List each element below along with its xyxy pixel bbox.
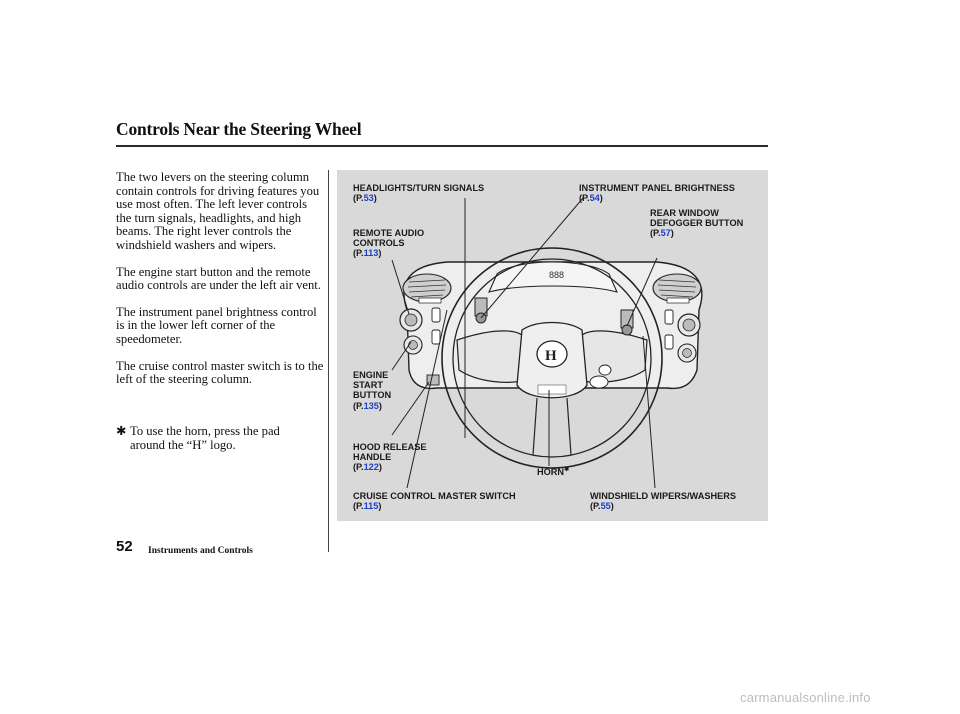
label-text: HANDLE [353, 452, 392, 463]
label-page-suffix: ) [378, 400, 382, 411]
label-text: BUTTON [353, 390, 392, 401]
label-text: WINDSHIELD WIPERS/WASHERS [590, 491, 736, 501]
label-hood-release: HOOD RELEASE HANDLE (P.122) [353, 442, 427, 473]
page-link[interactable]: 113 [363, 248, 379, 259]
label-page-suffix: ) [378, 462, 382, 473]
paragraph: The cruise control master switch is to t… [116, 358, 324, 387]
page-link[interactable]: 135 [363, 400, 379, 411]
label-page-suffix: ) [378, 248, 382, 259]
body-text: The two levers on the steering column co… [116, 170, 324, 400]
label-page-suffix: ) [610, 501, 614, 512]
label-text: ENGINE [353, 370, 389, 380]
page-link[interactable]: 122 [363, 462, 379, 473]
label-page-prefix: (P. [579, 193, 590, 204]
column-divider [328, 170, 329, 552]
label-text: START [353, 380, 383, 391]
label-page-suffix: ) [378, 501, 382, 512]
page-link[interactable]: 115 [363, 501, 379, 512]
label-defogger: REAR WINDOW DEFOGGER BUTTON (P.57) [650, 208, 743, 239]
page-title: Controls Near the Steering Wheel [116, 119, 362, 139]
label-wipers: WINDSHIELD WIPERS/WASHERS (P.55) [590, 491, 736, 511]
label-text: HOOD RELEASE [353, 442, 427, 452]
asterisk-icon: ✱ [564, 467, 570, 473]
label-headlights: HEADLIGHTS/TURN SIGNALS (P.53) [353, 183, 484, 203]
note-text: To use the horn, press the pad around th… [130, 424, 280, 452]
title-rule [116, 145, 768, 147]
svg-text:H: H [545, 348, 557, 364]
horn-note: ✱ To use the horn, press the pad around … [116, 424, 316, 452]
label-text: HORN [537, 467, 565, 478]
label-audio: REMOTE AUDIO CONTROLS (P.113) [353, 228, 424, 259]
steering-wheel-diagram: 888 H [391, 197, 703, 489]
page-link[interactable]: 57 [660, 228, 671, 239]
page-link[interactable]: 53 [363, 193, 374, 204]
label-engine-start: ENGINE START BUTTON (P.135) [353, 370, 391, 411]
page-link[interactable]: 55 [600, 501, 611, 512]
page-number: 52 [116, 538, 133, 555]
paragraph: The engine start button and the remote a… [116, 264, 321, 293]
label-brightness: INSTRUMENT PANEL BRIGHTNESS (P.54) [579, 183, 735, 203]
label-page-prefix: (P. [353, 400, 364, 411]
label-page-prefix: (P. [590, 501, 601, 512]
label-page-suffix: ) [670, 228, 674, 239]
label-page-prefix: (P. [353, 248, 364, 259]
label-page-prefix: (P. [650, 228, 661, 239]
label-text: DEFOGGER BUTTON [650, 218, 744, 229]
label-text: HEADLIGHTS/TURN SIGNALS [353, 183, 485, 193]
label-page-prefix: (P. [353, 193, 364, 204]
watermark: carmanualsonline.info [740, 690, 871, 705]
label-page-suffix: ) [373, 193, 377, 204]
section-title: Instruments and Controls [148, 546, 253, 556]
label-text: CRUISE CONTROL MASTER SWITCH [353, 491, 516, 501]
diagram-panel: 888 H H [337, 170, 768, 521]
label-text: REAR WINDOW [650, 208, 719, 218]
label-page-prefix: (P. [353, 462, 364, 473]
label-page-suffix: ) [599, 193, 603, 204]
label-text: INSTRUMENT PANEL BRIGHTNESS [579, 183, 735, 193]
label-text: REMOTE AUDIO [353, 228, 425, 238]
label-text: CONTROLS [353, 238, 405, 249]
paragraph: The two levers on the steering column co… [116, 170, 320, 252]
label-cruise: CRUISE CONTROL MASTER SWITCH (P.115) [353, 491, 516, 511]
asterisk-icon: ✱ [116, 424, 127, 438]
paragraph: The instrument panel brightness control … [116, 304, 317, 346]
page-link[interactable]: 54 [589, 193, 600, 204]
svg-text:888: 888 [549, 270, 564, 280]
label-page-prefix: (P. [353, 501, 364, 512]
label-horn: HORN✱ [537, 465, 569, 477]
